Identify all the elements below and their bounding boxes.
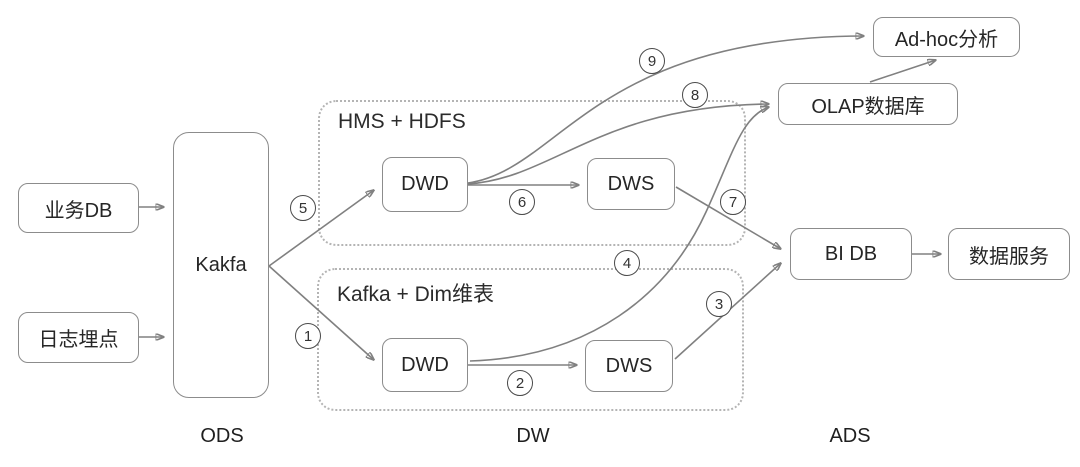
edge-number-3: 3 — [706, 291, 732, 317]
edge-number-7: 7 — [720, 189, 746, 215]
edge-7-dwshms-to-bidb — [675, 186, 781, 249]
edge-number-8: 8 — [682, 82, 708, 108]
node-bi-db: BI DB — [790, 228, 912, 280]
edge-number-9: 9 — [639, 48, 665, 74]
layer-label-ods: ODS — [200, 425, 244, 447]
node-log-tracking: 日志埋点 — [18, 312, 139, 363]
node-dwd-hms: DWD — [382, 157, 468, 212]
group-hms-hdfs: HMS + HDFS — [318, 100, 746, 246]
layer-label-dw: DW — [516, 425, 550, 447]
node-data-service: 数据服务 — [948, 228, 1070, 280]
node-dws-hms: DWS — [587, 158, 675, 210]
edge-9-dwdhms-to-adhoc — [467, 36, 864, 184]
layer-label-ads: ADS — [829, 425, 871, 447]
edge-number-6: 6 — [509, 189, 535, 215]
edge-8-dwdhms-to-olap — [467, 104, 769, 185]
edge-number-4: 4 — [614, 250, 640, 276]
node-olap-db: OLAP数据库 — [778, 83, 958, 125]
edge-5-kafka-to-dwd-hms — [268, 190, 374, 267]
group-kafka-dim-label: Kafka + Dim维表 — [337, 283, 494, 306]
edge-number-2: 2 — [507, 370, 533, 396]
node-adhoc-analysis: Ad-hoc分析 — [873, 17, 1020, 57]
node-kafka: Kakfa — [173, 132, 269, 398]
edge-number-5: 5 — [290, 195, 316, 221]
node-dws-kafka: DWS — [585, 340, 673, 392]
node-business-db: 业务DB — [18, 183, 139, 233]
edge-1-kafka-to-dwd-kafka — [268, 265, 374, 360]
edge-4-dwdkafka-to-olap — [469, 107, 769, 362]
group-hms-hdfs-label: HMS + HDFS — [338, 110, 466, 133]
edge-number-1: 1 — [295, 323, 321, 349]
node-dwd-kafka: DWD — [382, 338, 468, 392]
edge-olap-to-adhoc — [869, 60, 936, 83]
